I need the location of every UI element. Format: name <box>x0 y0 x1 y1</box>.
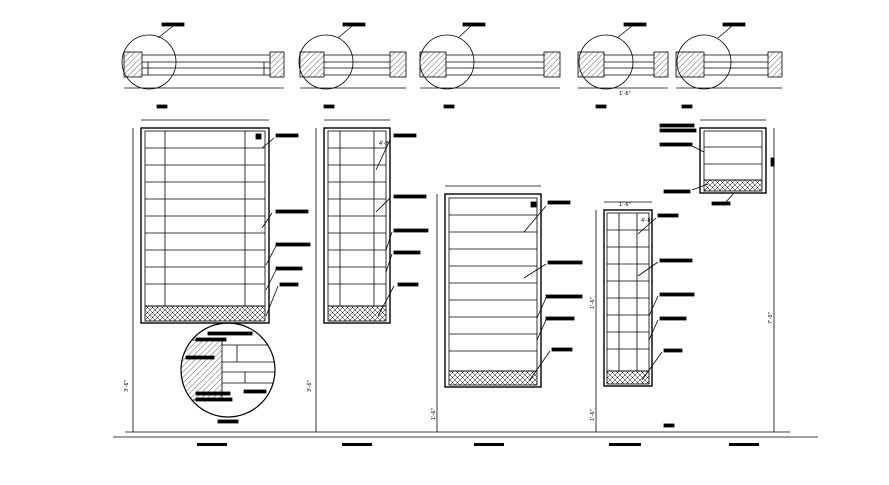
plan-section-5 <box>675 22 783 109</box>
elev4-width-text: 1'-6" <box>619 202 631 208</box>
plan-section-3 <box>419 22 561 109</box>
elev1-height-text: 3'-6" <box>124 380 130 392</box>
elevation-5 <box>659 119 775 432</box>
elevation-4 <box>595 201 695 432</box>
plan-section-2 <box>298 22 407 109</box>
elevation-1 <box>132 119 311 432</box>
detail-circle <box>180 322 276 424</box>
elev5-tall-text: 7'-0" <box>768 312 774 324</box>
elev2-height-text: 3'-6" <box>307 380 313 392</box>
floor-line <box>113 423 818 438</box>
elev2-small-text: 4'-8" <box>379 141 391 147</box>
plan4-width-text: 1'-6" <box>619 91 631 97</box>
elev4-height-text: 1'-6" <box>590 409 596 421</box>
elevation-2 <box>315 119 429 432</box>
plan-section-1 <box>121 22 285 109</box>
elev4-small-text: 4'-8" <box>641 218 653 224</box>
elev3-height-text: 1'-6" <box>431 408 437 420</box>
elevation-titles <box>197 443 759 446</box>
plan-section-4 <box>577 22 669 109</box>
elevation-3 <box>436 185 583 432</box>
elev4-tall-text: 1'-6" <box>590 297 596 309</box>
